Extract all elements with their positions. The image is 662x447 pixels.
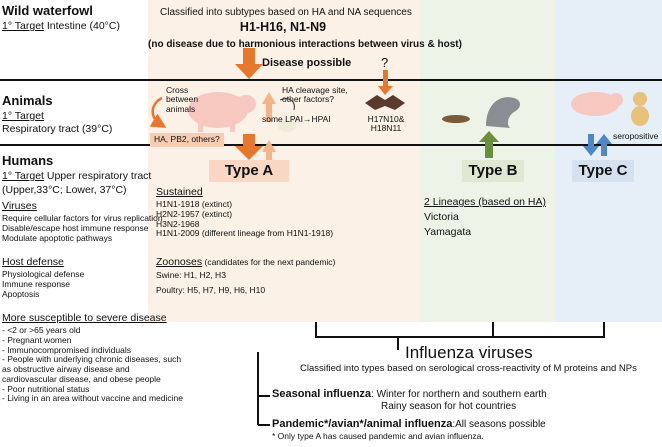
orange-factors-box: HA, PB2, others?: [150, 133, 224, 147]
host-item: Apoptosis: [2, 288, 40, 299]
seal-illustration: [486, 97, 520, 128]
seasonal-text: : Winter for northern and southern earth: [371, 389, 547, 400]
waterfowl-subtypes: H1-H16, N1-N9: [239, 20, 327, 34]
arrow-question-to-bat: [378, 70, 393, 95]
separator-animals: [0, 144, 662, 146]
sustained-item: H3N2-1968: [156, 218, 200, 229]
footnote: * Only type A has caused pandemic and av…: [272, 431, 484, 441]
arrow-light-up-2: [262, 140, 276, 160]
susceptible-item: - <2 or >65 years old: [2, 325, 81, 335]
pandemic-line: Pandemic*/avian*/animal influenza:All se…: [272, 418, 546, 431]
humans-target: 1° Target Upper respiratory tract: [2, 170, 152, 182]
host-defense-title: Host defense: [2, 256, 64, 268]
cleavage-label: HA cleavage site, other factors?: [282, 85, 348, 105]
viruses-title: Viruses: [2, 200, 37, 212]
separator-waterfowl: [0, 79, 662, 81]
susceptible-item: - Living in an area without vaccine and …: [2, 393, 183, 404]
sustained-item: H1N1-2009 (different lineage from H1N1-1…: [156, 228, 334, 239]
susceptible-item: - Immunocompromised individuals: [2, 344, 131, 355]
arrow-animals-to-humans: [235, 134, 263, 160]
bird-illustration: [278, 116, 299, 132]
zoonoses-line: Zoonoses (candidates for the next pandem…: [156, 256, 336, 268]
lineages-title: 2 Lineages (based on HA): [424, 196, 546, 208]
dog-illustration: [631, 92, 649, 126]
sustained-list: H1N1-1918 (extinct) H2N2-1957 (extinct) …: [156, 199, 334, 239]
lpai-label: some LPAI→HPAI: [262, 114, 331, 124]
bat-question-mark: ?: [381, 55, 389, 70]
viruses-list: Require cellular factors for virus repli…: [2, 213, 163, 243]
pig-illustration: [188, 92, 256, 132]
waterfowl-target: 1° Target Intestine (40°C): [2, 20, 120, 32]
seropositive-label: seropositive: [613, 131, 659, 141]
seasonal-line: Seasonal influenza: Winter for northern …: [272, 388, 547, 401]
waterfowl-target-rest: Intestine (40°C): [43, 20, 120, 32]
susceptible-item: cardiovascular disease, and obese people: [2, 373, 161, 384]
otter-illustration: [442, 115, 470, 123]
bat-subtypes-label: H17N10& H18N11: [367, 114, 405, 134]
cleavage-arrow: [279, 98, 295, 111]
waterfowl-target-prefix: 1° Target: [2, 20, 44, 32]
swine-subtypes: Swine: H1, H2, H3: [156, 270, 226, 280]
arrow-waterfowl-to-animals: [235, 48, 263, 79]
viruses-item: Modulate apoptotic pathways: [2, 232, 113, 243]
cross-animals-label: Cross between animals: [166, 85, 199, 114]
disease-possible: Disease possible: [262, 57, 352, 69]
influenza-classified: Classified into types based on serologic…: [300, 363, 637, 374]
susceptible-list: - <2 or >65 years old - Pregnant women -…: [2, 325, 183, 404]
susceptible-item: - Pregnant women: [2, 334, 72, 345]
sustained-item: H2N2-1957 (extinct): [156, 208, 233, 219]
host-item: Physiological defense: [2, 269, 85, 279]
humans-target-temps: (Upper,33°C; Lower, 37°C): [2, 184, 127, 196]
sustained-title: Sustained: [156, 186, 203, 198]
susceptible-item: - People with underlying chronic disease…: [2, 354, 182, 365]
pandemic-text: :All seasons possible: [452, 419, 546, 430]
lineage-item: Victoria: [424, 211, 459, 223]
seasonal-text-2: Rainy season for hot countries: [381, 401, 517, 412]
waterfowl-no-disease: (no disease due to harmonious interactio…: [148, 39, 462, 50]
poultry-subtypes: Poultry: H5, H7, H9, H6, H10: [156, 285, 266, 295]
susceptible-item: as obstructive airway disease and: [2, 364, 130, 375]
type-a-label: Type A: [209, 160, 289, 182]
sustained-item: H1N1-1918 (extinct): [156, 199, 233, 209]
host-item: Immune response: [2, 278, 71, 289]
bottom-bracket: [257, 322, 605, 426]
bat-illustration: [365, 95, 405, 110]
susceptible-title: More susceptible to severe disease: [2, 312, 167, 324]
influenza-viruses-title: Influenza viruses: [405, 343, 533, 362]
viruses-item: Disable/escape host immune response: [2, 222, 149, 233]
humans-title: Humans: [2, 153, 54, 168]
arrow-type-c-up: [596, 134, 612, 156]
animals-title: Animals: [2, 93, 53, 108]
type-c-label: Type C: [572, 160, 634, 182]
waterfowl-classified: Classified into subtypes based on HA and…: [160, 7, 412, 18]
pig-c-illustration: [571, 92, 623, 116]
seasonal-title: Seasonal influenza: [272, 388, 372, 400]
lineage-item: Yamagata: [424, 226, 472, 238]
susceptible-item: - Poor nutritional status: [2, 383, 90, 394]
host-defense-list: Physiological defense Immune response Ap…: [2, 269, 85, 299]
animals-target-prefix: 1° Target: [2, 110, 44, 122]
pandemic-title: Pandemic*/avian*/animal influenza: [272, 418, 453, 430]
animals-target-rest: Respiratory tract (39°C): [2, 123, 113, 135]
arrow-type-c-down: [583, 134, 599, 156]
cross-animals-arrow: [149, 96, 167, 128]
arrow-type-b-up: [479, 131, 499, 158]
type-b-label: Type B: [462, 160, 524, 182]
waterfowl-title: Wild waterfowl: [2, 3, 93, 18]
viruses-item: Require cellular factors for virus repli…: [2, 213, 163, 223]
arrow-light-up: [262, 92, 276, 122]
